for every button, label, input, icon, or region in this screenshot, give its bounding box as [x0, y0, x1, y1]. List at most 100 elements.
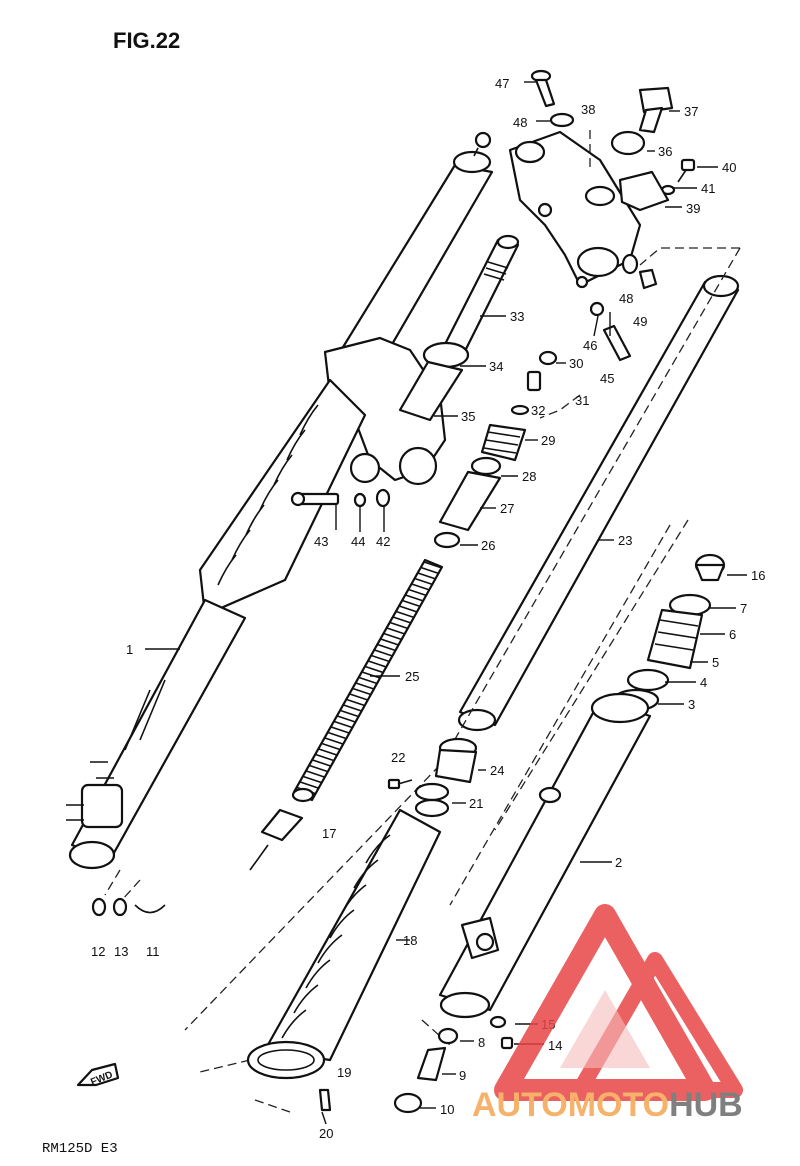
- spring-coil: [306, 770, 325, 778]
- watermark-text-hub: HUB: [669, 1086, 743, 1124]
- part-label-33: 33: [510, 309, 524, 324]
- bolt-46: [589, 301, 605, 317]
- small-clips: [91, 897, 166, 917]
- left-fork-assembly: [66, 131, 494, 870]
- bolt-22: [387, 778, 413, 790]
- figure-title: FIG.22: [113, 28, 180, 53]
- part-number-labels: 1 2 3 4 5 6 7 8 9 10 11 12 13 14 15 16 1…: [91, 76, 765, 1141]
- part-label-4: 4: [700, 675, 707, 690]
- spring-coil: [417, 572, 437, 580]
- spring-coil: [321, 742, 341, 751]
- part-label-34: 34: [489, 359, 503, 374]
- assembly-lines: [104, 130, 741, 1113]
- part-label-46: 46: [583, 338, 597, 353]
- watermark-text: AUTOMOTOHUB: [472, 1086, 743, 1124]
- drain-parts: [393, 1015, 514, 1114]
- part-label-20: 20: [319, 1126, 333, 1141]
- fwd-arrow: FWD: [76, 1062, 120, 1088]
- spring-coil: [315, 753, 334, 762]
- stem-nut-37: [610, 86, 674, 156]
- handlebar-clamp-set: [618, 158, 696, 212]
- spring-coil: [324, 737, 344, 745]
- spring-coil: [361, 671, 381, 679]
- lower-boot: [246, 808, 442, 1080]
- spring-coil: [318, 748, 338, 756]
- spring-coil: [346, 698, 365, 707]
- spring-coil: [371, 654, 390, 663]
- part-label-48-top: 48: [513, 115, 527, 130]
- fork-spring: [291, 558, 444, 803]
- spring-coil: [411, 583, 430, 591]
- spring-coil: [423, 561, 443, 569]
- spring-coil: [420, 566, 440, 575]
- part-label-10: 10: [440, 1102, 454, 1117]
- spring-coil: [368, 660, 387, 668]
- spring-coil: [309, 764, 328, 773]
- washer-48-top: [549, 112, 575, 128]
- watermark-text-automoto: AUTOMOTO: [472, 1086, 669, 1124]
- watermark-logo: [494, 904, 743, 1101]
- part-label-32: 32: [531, 403, 545, 418]
- spring-coil: [343, 704, 362, 712]
- part-label-11: 11: [146, 944, 160, 959]
- bolt-45: [602, 324, 632, 362]
- part-label-22: 22: [391, 750, 405, 765]
- spring-coil: [303, 775, 322, 784]
- part-label-29: 29: [541, 433, 555, 448]
- spring-coil: [340, 709, 359, 718]
- spring-coil: [389, 621, 409, 630]
- part-label-1: 1: [126, 642, 133, 657]
- spring-coil: [380, 638, 399, 646]
- part-label-36: 36: [658, 144, 672, 159]
- spring-coil: [330, 726, 350, 734]
- spring-coil: [337, 715, 356, 723]
- bushing-set: [414, 737, 478, 818]
- part-label-8: 8: [478, 1035, 485, 1050]
- part-label-47: 47: [495, 76, 509, 91]
- nut-49: [638, 268, 658, 290]
- leader-lines: [145, 81, 747, 1125]
- part-label-19: 19: [337, 1065, 351, 1080]
- spring-coil: [374, 649, 393, 657]
- spring-coil: [299, 781, 319, 789]
- fork-cap-parts: [433, 350, 558, 549]
- spring-coil: [395, 610, 415, 619]
- part-label-25: 25: [405, 669, 419, 684]
- pinch-bolt-set: [290, 488, 391, 508]
- part-label-48-lower: 48: [619, 291, 633, 306]
- part-label-17: 17: [322, 826, 336, 841]
- part-label-45: 45: [600, 371, 614, 386]
- outer-tube-right: [438, 553, 726, 1019]
- spring-coil: [358, 676, 378, 685]
- spring-coil: [398, 605, 418, 613]
- part-label-38: 38: [581, 102, 595, 117]
- part-label-7: 7: [740, 601, 747, 616]
- top-bracket: [508, 130, 642, 289]
- spring-coil: [392, 616, 412, 624]
- model-code: RM125D E3: [42, 1141, 118, 1157]
- part-label-26: 26: [481, 538, 495, 553]
- part-label-3: 3: [688, 697, 695, 712]
- spring-coil: [405, 594, 424, 602]
- part-label-23: 23: [618, 533, 632, 548]
- spring-coil: [402, 599, 421, 608]
- part-label-30: 30: [569, 356, 583, 371]
- part-label-37: 37: [684, 104, 698, 119]
- part-label-5: 5: [712, 655, 719, 670]
- part-label-21: 21: [469, 796, 483, 811]
- part-label-28: 28: [522, 469, 536, 484]
- part-label-43: 43: [314, 534, 328, 549]
- spring-coil: [327, 731, 347, 740]
- part-label-41: 41: [701, 181, 715, 196]
- spring-coil: [355, 682, 375, 690]
- bolt-20: [318, 1088, 332, 1112]
- spring-coil: [386, 627, 406, 635]
- part-label-31: 31: [575, 393, 589, 408]
- part-label-6: 6: [729, 627, 736, 642]
- part-label-44: 44: [351, 534, 365, 549]
- spring-coil: [333, 720, 353, 729]
- part-label-27: 27: [500, 501, 514, 516]
- part-label-2: 2: [615, 855, 622, 870]
- part-label-40: 40: [722, 160, 736, 175]
